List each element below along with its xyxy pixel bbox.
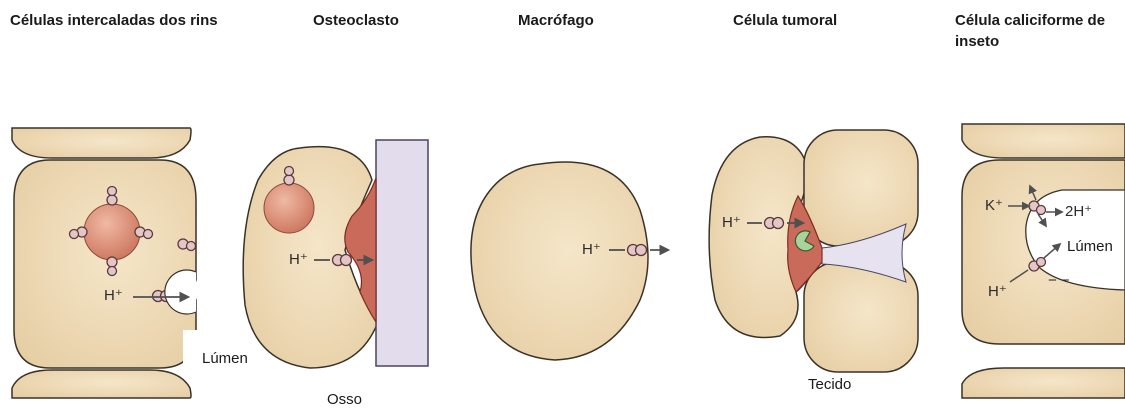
kidney-cell-bottom [12, 370, 191, 398]
negative-charge-label: − − [1048, 272, 1070, 289]
lumen-label: Lúmen [1067, 238, 1113, 255]
insect-panel [962, 124, 1125, 398]
tissue-label: Tecido [808, 376, 851, 393]
potassium-label: K⁺ [985, 196, 1003, 214]
two-proton-label: 2H⁺ [1065, 202, 1092, 220]
proton-label: H⁺ [722, 213, 741, 231]
tumor-panel [709, 130, 918, 372]
proton-label: H⁺ [104, 286, 123, 304]
proton-label: H⁺ [289, 250, 308, 268]
osteoclast-panel [243, 140, 428, 368]
lumen-label: Lúmen [202, 350, 248, 367]
bone-label: Osso [327, 391, 362, 408]
pump-icon [765, 218, 784, 229]
proton-label: H⁺ [988, 282, 1007, 300]
proton-label: H⁺ [582, 240, 601, 258]
insect-cell-top [962, 124, 1125, 158]
vesicle [264, 183, 314, 233]
macrophage-panel [471, 162, 668, 360]
kidney-cell-top [12, 128, 191, 158]
kidney-cell [14, 160, 196, 368]
bone [376, 140, 428, 366]
pump-icon [628, 245, 647, 256]
macrophage-cell [471, 162, 648, 360]
vesicle [84, 204, 140, 260]
insect-cell-bottom [962, 368, 1125, 398]
